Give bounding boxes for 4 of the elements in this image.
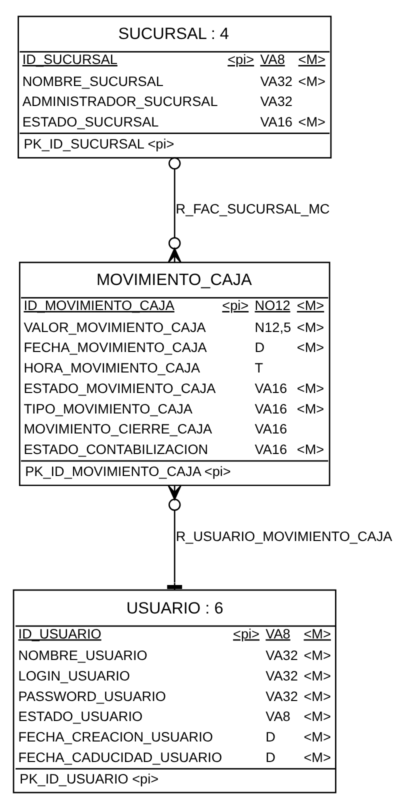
connector [168, 157, 182, 263]
connector [167, 485, 182, 590]
edge-label: R_FAC_SUCURSAL_MC [176, 202, 330, 217]
edge-label: R_USUARIO_MOVIMIENTO_CAJA [176, 529, 392, 544]
